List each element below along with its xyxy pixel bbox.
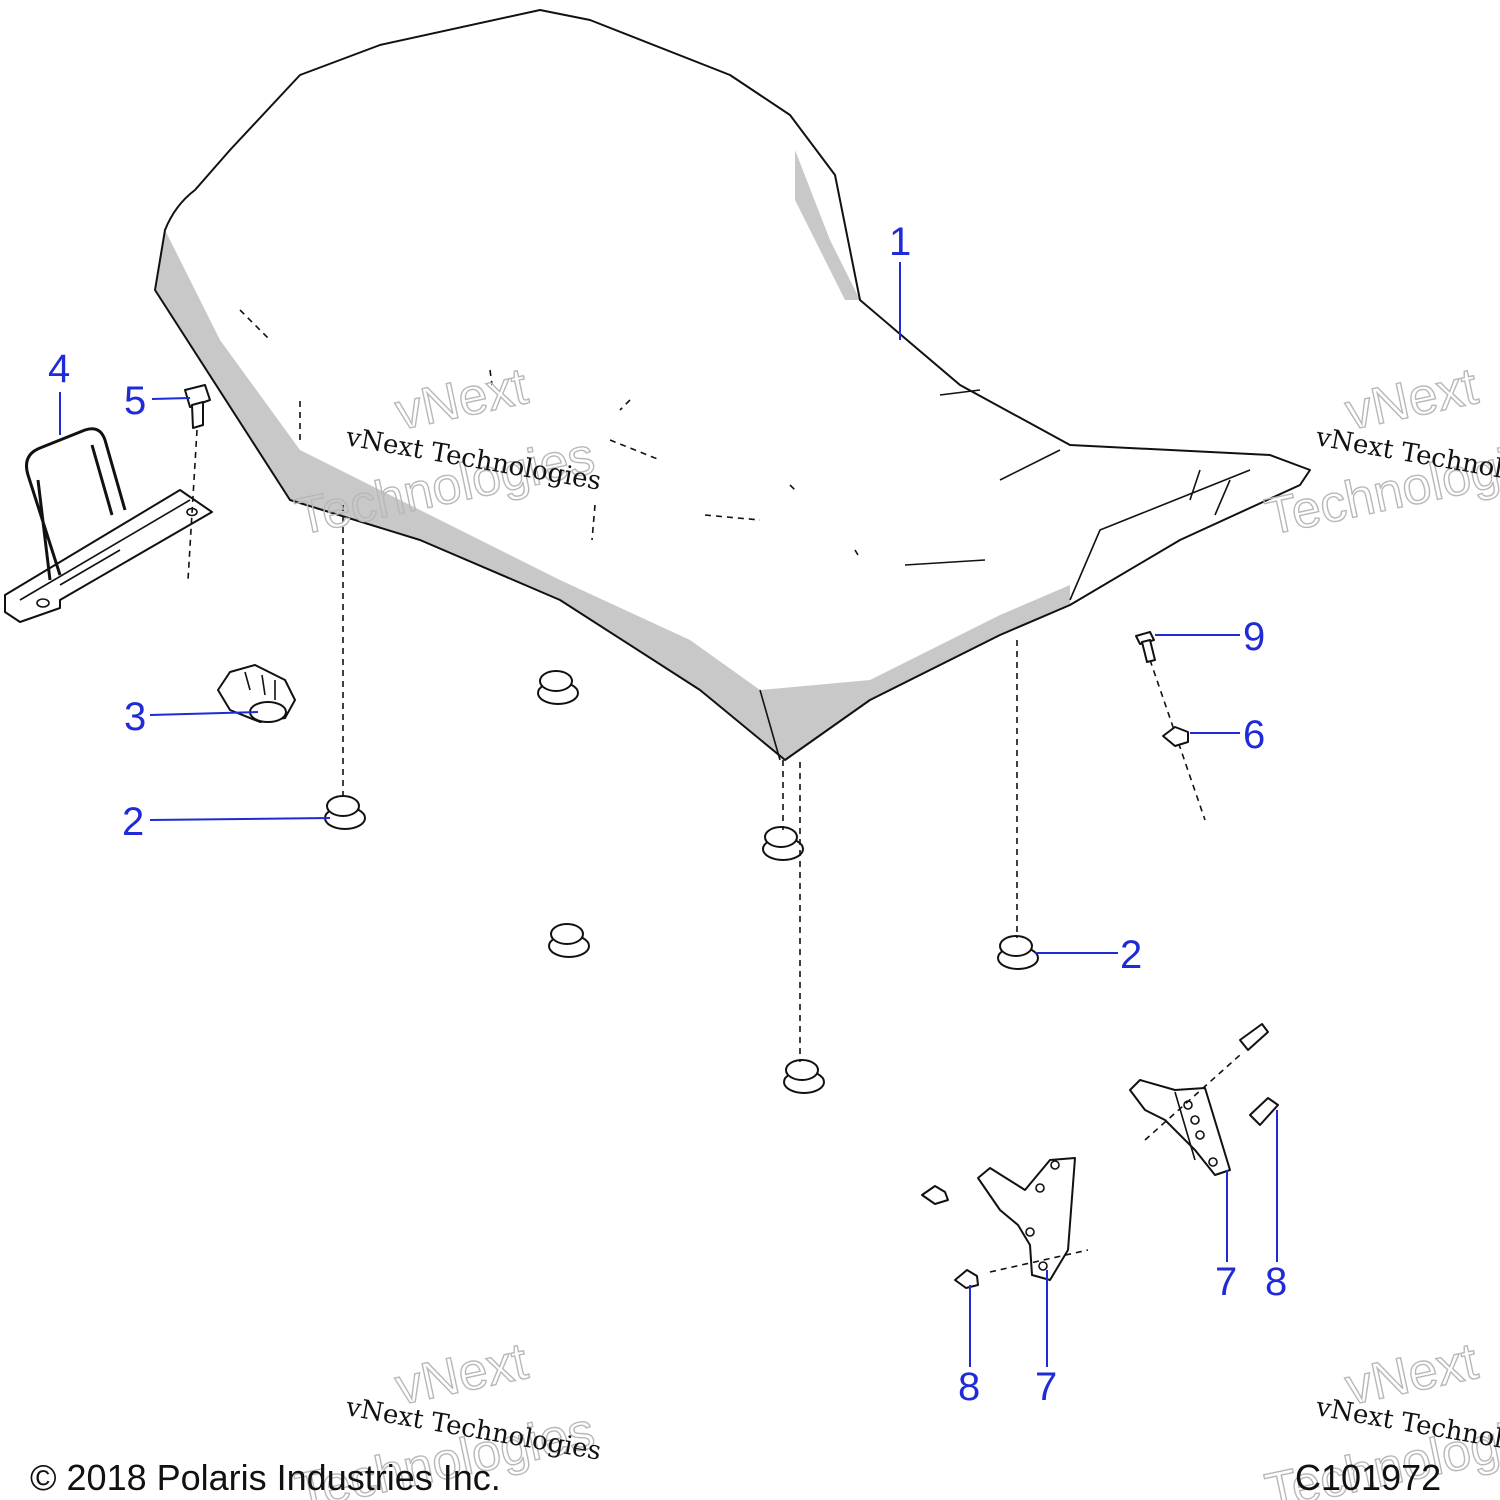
callout-6: 6 xyxy=(1243,713,1265,757)
seat-bumper xyxy=(217,664,296,723)
callout-5: 5 xyxy=(124,379,146,423)
clip-nut xyxy=(1162,726,1189,747)
grommet-2 xyxy=(537,670,579,705)
callout-7-right: 7 xyxy=(1215,1260,1237,1304)
latch-bracket-left xyxy=(977,1157,1089,1281)
copyright-text: © 2018 Polaris Industries Inc. xyxy=(30,1457,501,1498)
callout-2-right: 2 xyxy=(1120,933,1142,977)
callout-3: 3 xyxy=(124,695,146,739)
leader-lines xyxy=(59,262,1278,1367)
watermark-center: vNext Technologies vNext Technologies xyxy=(290,357,604,548)
watermark-right: vNext Technologies vNext Technologies xyxy=(1260,357,1500,548)
callouts: 1 2 2 3 4 5 6 7 7 8 8 9 xyxy=(48,220,1287,1409)
screws xyxy=(921,1023,1279,1289)
bolt-shank xyxy=(191,401,204,429)
bolt-axis xyxy=(187,429,198,581)
seat-top-crease xyxy=(759,389,1251,761)
callout-4: 4 xyxy=(48,347,70,391)
seat-side-shading xyxy=(155,230,1070,760)
callout-7-left: 7 xyxy=(1035,1365,1057,1409)
rivet-body xyxy=(1141,639,1156,663)
callout-9: 9 xyxy=(1243,615,1265,659)
watermark-large-line1: vNext xyxy=(390,357,533,441)
rivet xyxy=(1135,631,1156,663)
bolt xyxy=(184,384,211,581)
callout-8-right: 8 xyxy=(1265,1260,1287,1304)
callout-8-left: 8 xyxy=(958,1365,980,1409)
rack-bracket xyxy=(4,427,213,623)
callout-1: 1 xyxy=(889,220,911,264)
bracket-loop xyxy=(25,427,127,581)
callout-2-left: 2 xyxy=(122,800,144,844)
seat-inner-edge xyxy=(239,309,859,556)
grommet-1 xyxy=(324,795,366,830)
grommet-4 xyxy=(548,923,590,958)
latch-bracket-right xyxy=(1129,1054,1241,1176)
grommet-6 xyxy=(783,1059,825,1094)
assembly-lines xyxy=(342,505,1206,1062)
bracket-hole-front xyxy=(36,598,50,608)
seat xyxy=(154,9,1311,761)
grommet-3 xyxy=(762,826,804,861)
grommets xyxy=(324,670,1039,1094)
grommet-5 xyxy=(997,935,1039,970)
seat-outline xyxy=(154,9,1311,761)
bracket-fold xyxy=(19,499,191,601)
bumper-ridges xyxy=(244,671,276,700)
seat-front-shading xyxy=(795,150,860,300)
figure-code: C101972 xyxy=(1295,1457,1441,1498)
